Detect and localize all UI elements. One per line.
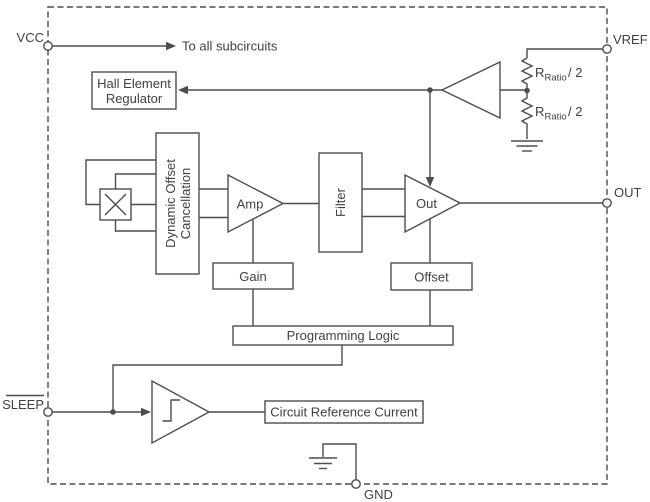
out-pin-label: OUT <box>614 185 642 200</box>
out-amp-label: Out <box>416 196 437 211</box>
offset-box <box>390 262 473 291</box>
hall-element-regulator-box <box>91 71 177 110</box>
schmitt-trigger-symbol <box>151 379 211 445</box>
arrow-left-icon <box>178 85 188 95</box>
wire-hall-left-loop <box>85 159 156 206</box>
wire-logic-to-sleep <box>112 345 343 412</box>
vref-pin-label: VREF <box>613 32 648 47</box>
amp-label: Amp <box>237 197 264 212</box>
programming-logic-label: Programming Logic <box>287 328 400 343</box>
ground-icon <box>309 457 337 470</box>
gain-label: Gain <box>239 269 266 284</box>
wire-hall-bottom <box>114 220 156 232</box>
gnd-pin-label: GND <box>364 487 393 502</box>
amp-triangle <box>227 173 285 234</box>
to-all-subcircuits-label: To all subcircuits <box>182 39 278 54</box>
circuit-reference-current-box <box>264 400 424 424</box>
resistor-top-subscript: Ratio <box>545 73 567 84</box>
resistor-top-symbol <box>520 57 534 91</box>
vref-terminal <box>602 44 612 54</box>
dynamic-offset-cancellation-label-line1: Dynamic Offset <box>163 159 178 248</box>
circuit-reference-current-label: Circuit Reference Current <box>270 405 418 420</box>
out-amp-triangle <box>404 173 462 234</box>
filter-box <box>318 152 363 253</box>
resistor-bottom-symbol <box>520 90 534 139</box>
resistor-bottom-suffix: / 2 <box>568 104 582 119</box>
ground-icon <box>511 140 543 152</box>
buffer-amp-symbol <box>440 60 501 120</box>
resistor-bottom-label: R <box>535 104 544 119</box>
vcc-pin-label: VCC <box>17 30 44 45</box>
chip-boundary <box>47 6 608 485</box>
sleep-pin-label: SLEEP <box>2 397 44 412</box>
wire-hall-top <box>114 173 156 189</box>
dynamic-offset-cancellation-label-line2: Cancellation <box>178 168 193 240</box>
programming-logic-box <box>232 325 454 346</box>
hysteresis-icon <box>162 399 180 422</box>
vcc-terminal <box>43 41 53 51</box>
wire-vref-to-divider <box>526 48 603 58</box>
junction-dot <box>110 409 116 415</box>
resistor-bottom-subscript: Ratio <box>545 112 567 123</box>
sleep-terminal <box>43 407 53 417</box>
resistor-top-label: R <box>535 65 544 80</box>
out-terminal <box>602 198 612 208</box>
gain-box <box>212 262 294 290</box>
arrow-down-icon <box>425 177 435 187</box>
resistor-top-suffix: / 2 <box>568 65 582 80</box>
arrow-right-icon <box>141 407 151 417</box>
multiplier-x-icon <box>104 193 127 216</box>
offset-label: Offset <box>414 270 449 285</box>
dynamic-offset-cancellation-box <box>155 132 200 275</box>
gnd-terminal <box>351 479 361 489</box>
wire-gnd <box>322 443 357 480</box>
arrow-right-icon <box>166 41 176 51</box>
hall-element-regulator-label-line1: Hall Element <box>97 76 171 91</box>
filter-label: Filter <box>333 187 348 217</box>
hall-element-regulator-label-line2: Regulator <box>106 91 163 106</box>
